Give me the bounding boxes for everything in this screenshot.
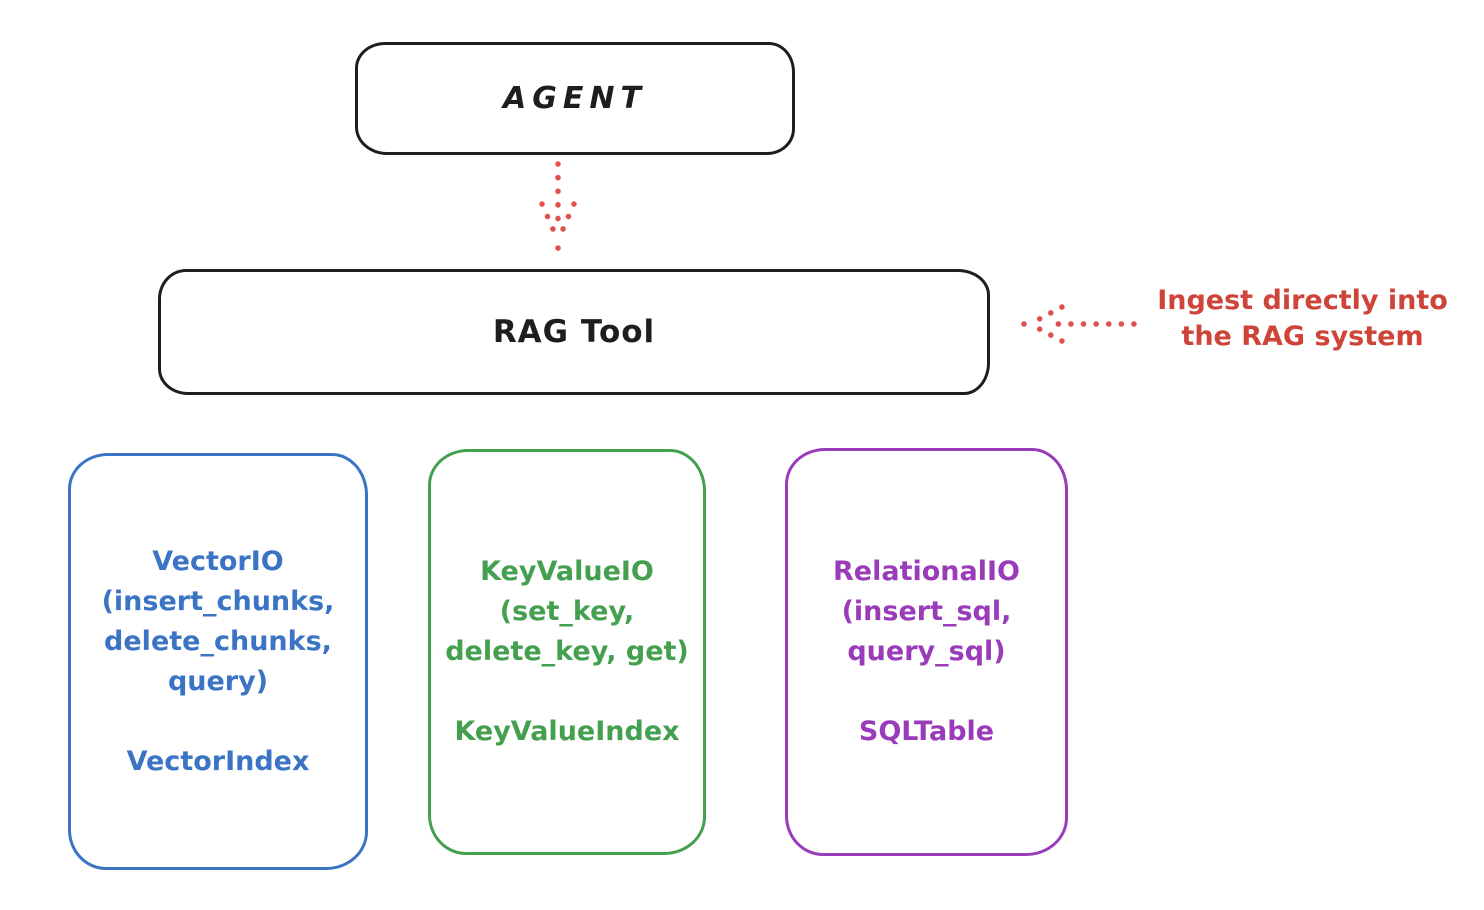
vector-io-box: VectorIO (insert_chunks, delete_chunks, … (68, 453, 368, 870)
agent-label: AGENT (503, 81, 647, 116)
io-line: (insert_chunks, (101, 585, 335, 617)
ingest-annotation-line-2: the RAG system (1181, 321, 1424, 352)
vector-index-label: VectorIndex (126, 745, 310, 777)
ingest-annotation-line-1: Ingest directly into (1157, 285, 1448, 316)
keyvalue-io-box: KeyValueIO (set_key, delete_key, get) Ke… (428, 449, 706, 855)
io-line: VectorIO (152, 545, 284, 577)
vector-io-label: VectorIO (insert_chunks, delete_chunks, … (102, 542, 335, 702)
io-line: delete_key, get) (445, 636, 689, 667)
relational-io-box: RelationalIO (insert_sql, query_sql) SQL… (785, 448, 1068, 856)
rag-tool-box: RAG Tool (158, 269, 990, 395)
io-line: delete_chunks, (104, 625, 332, 657)
ingest-annotation: Ingest directly into the RAG system (1135, 283, 1470, 355)
relational-io-label: RelationalIO (insert_sql, query_sql) (833, 552, 1020, 672)
keyvalue-io-label: KeyValueIO (set_key, delete_key, get) (445, 552, 689, 672)
rag-tool-label: RAG Tool (492, 314, 656, 350)
io-line: (set_key, (499, 596, 635, 627)
io-line: (insert_sql, (841, 596, 1012, 627)
ingest-arrow-icon (1020, 304, 1137, 344)
agent-box: AGENT (355, 42, 795, 155)
keyvalue-index-label: KeyValueIndex (454, 716, 680, 747)
sql-table-label: SQLTable (858, 716, 995, 747)
io-line: query_sql) (847, 636, 1006, 667)
io-line: KeyValueIO (480, 556, 654, 587)
arrow-agent-to-rag-tool-icon (539, 161, 577, 252)
io-line: query) (167, 665, 269, 697)
io-line: RelationalIO (833, 556, 1020, 587)
